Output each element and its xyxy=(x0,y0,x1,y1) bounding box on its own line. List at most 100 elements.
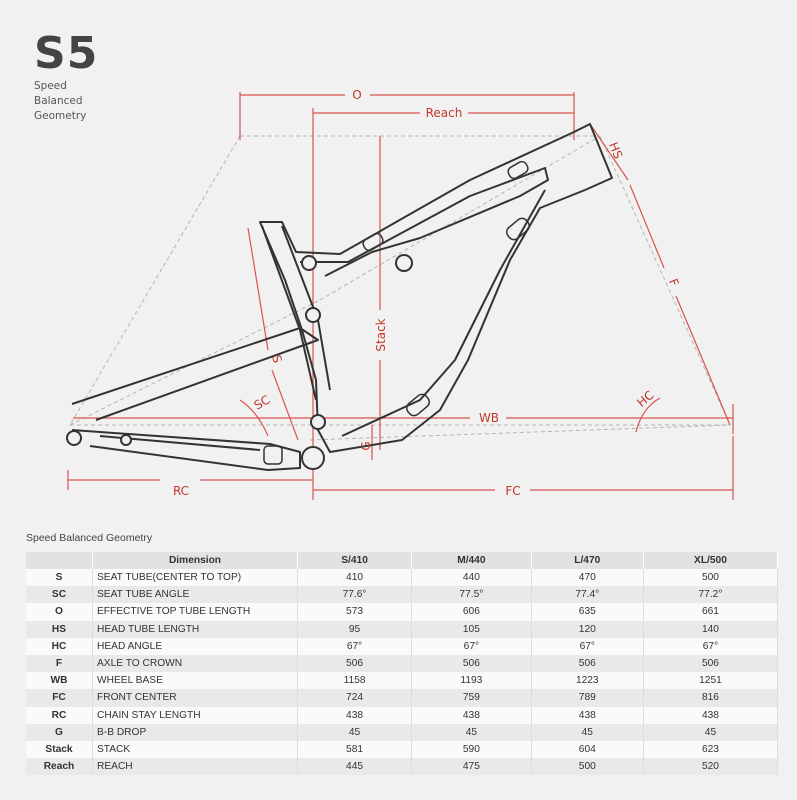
label-o: O xyxy=(352,88,361,102)
row-value: 661 xyxy=(643,603,779,621)
row-value: 816 xyxy=(643,689,779,707)
row-value: 45 xyxy=(643,723,779,741)
row-value: 506 xyxy=(297,654,413,673)
row-value: 789 xyxy=(531,689,644,707)
row-abbreviation: O xyxy=(26,603,93,621)
row-description: FRONT CENTER xyxy=(92,689,298,707)
row-value: 45 xyxy=(411,723,532,741)
row-value: 623 xyxy=(643,740,779,759)
row-value: 506 xyxy=(643,654,779,673)
row-description: WHEEL BASE xyxy=(92,672,298,690)
row-value: 438 xyxy=(411,706,532,724)
row-value: 67° xyxy=(643,637,779,655)
row-description: SEAT TUBE ANGLE xyxy=(92,586,298,604)
label-hc: HC xyxy=(634,388,656,410)
dimension-lines xyxy=(67,92,734,500)
label-fc: FC xyxy=(505,484,520,498)
row-abbreviation: SC xyxy=(26,586,93,604)
label-rc: RC xyxy=(173,484,189,498)
frame-cutouts xyxy=(263,160,530,465)
row-description: REACH xyxy=(92,758,298,776)
row-description: HEAD TUBE LENGTH xyxy=(92,620,298,638)
model-title: S5 xyxy=(34,28,99,79)
row-value: 77.5° xyxy=(411,586,532,604)
row-abbreviation: S xyxy=(26,569,93,587)
header-size-s: S/410 xyxy=(297,552,413,569)
row-description: AXLE TO CROWN xyxy=(92,654,298,673)
row-value: 635 xyxy=(531,603,644,621)
row-abbreviation: Stack xyxy=(26,740,93,759)
row-value: 500 xyxy=(643,569,779,587)
row-value: 67° xyxy=(411,637,532,655)
label-sc: SC xyxy=(252,392,273,412)
row-value: 445 xyxy=(297,758,413,776)
model-subtitle-1: Speed xyxy=(34,80,67,92)
row-value: 1223 xyxy=(531,672,644,690)
row-value: 438 xyxy=(643,706,779,724)
row-abbreviation: FC xyxy=(26,689,93,707)
row-description: EFFECTIVE TOP TUBE LENGTH xyxy=(92,603,298,621)
row-value: 500 xyxy=(531,758,644,776)
dimension-labels: O Reach HS F Stack S SC WB HC G RC FC xyxy=(173,88,682,498)
header-abbr xyxy=(26,552,93,569)
model-subtitle-3: Geometry xyxy=(34,110,87,122)
top-tube-inner xyxy=(300,167,549,277)
row-value: 45 xyxy=(297,723,413,741)
row-value: 105 xyxy=(411,620,532,638)
row-abbreviation: RC xyxy=(26,706,93,724)
table-title: Speed Balanced Geometry xyxy=(26,532,153,544)
row-value: 140 xyxy=(643,620,779,638)
row-value: 95 xyxy=(297,620,413,638)
row-value: 120 xyxy=(531,620,644,638)
front-triangle xyxy=(259,123,613,453)
row-value: 604 xyxy=(531,740,644,759)
row-abbreviation: G xyxy=(26,723,93,741)
row-description: SEAT TUBE(CENTER TO TOP) xyxy=(92,569,298,587)
row-value: 470 xyxy=(531,569,644,587)
row-value: 506 xyxy=(531,654,644,673)
row-abbreviation: HS xyxy=(26,620,93,638)
label-reach: Reach xyxy=(426,106,463,120)
model-subtitle-2: Balanced xyxy=(34,95,83,107)
row-value: 573 xyxy=(297,603,413,621)
label-hs: HS xyxy=(606,140,625,161)
row-abbreviation: F xyxy=(26,654,93,673)
row-description: HEAD ANGLE xyxy=(92,637,298,655)
row-value: 77.6° xyxy=(297,586,413,604)
row-value: 438 xyxy=(531,706,644,724)
row-value: 506 xyxy=(411,654,532,673)
row-value: 67° xyxy=(297,637,413,655)
row-value: 590 xyxy=(411,740,532,759)
header-size-m: M/440 xyxy=(411,552,532,569)
row-value: 440 xyxy=(411,569,532,587)
row-value: 45 xyxy=(531,723,644,741)
row-value: 581 xyxy=(297,740,413,759)
table-header-row: Dimension S/410 M/440 L/470 XL/500 xyxy=(26,552,779,569)
row-value: 1251 xyxy=(643,672,779,690)
row-value: 724 xyxy=(297,689,413,707)
row-value: 438 xyxy=(297,706,413,724)
label-stack: Stack xyxy=(374,318,388,351)
label-f: F xyxy=(666,277,682,289)
row-value: 67° xyxy=(531,637,644,655)
row-abbreviation: WB xyxy=(26,672,93,690)
row-abbreviation: HC xyxy=(26,637,93,655)
down-tube-inner xyxy=(341,189,546,437)
row-description: STACK xyxy=(92,740,298,759)
pivot-points xyxy=(66,254,413,470)
row-value: 77.4° xyxy=(531,586,644,604)
row-value: 1158 xyxy=(297,672,413,690)
row-value: 1193 xyxy=(411,672,532,690)
header-dimension: Dimension xyxy=(92,552,298,569)
header-size-l: L/470 xyxy=(531,552,644,569)
row-value: 606 xyxy=(411,603,532,621)
